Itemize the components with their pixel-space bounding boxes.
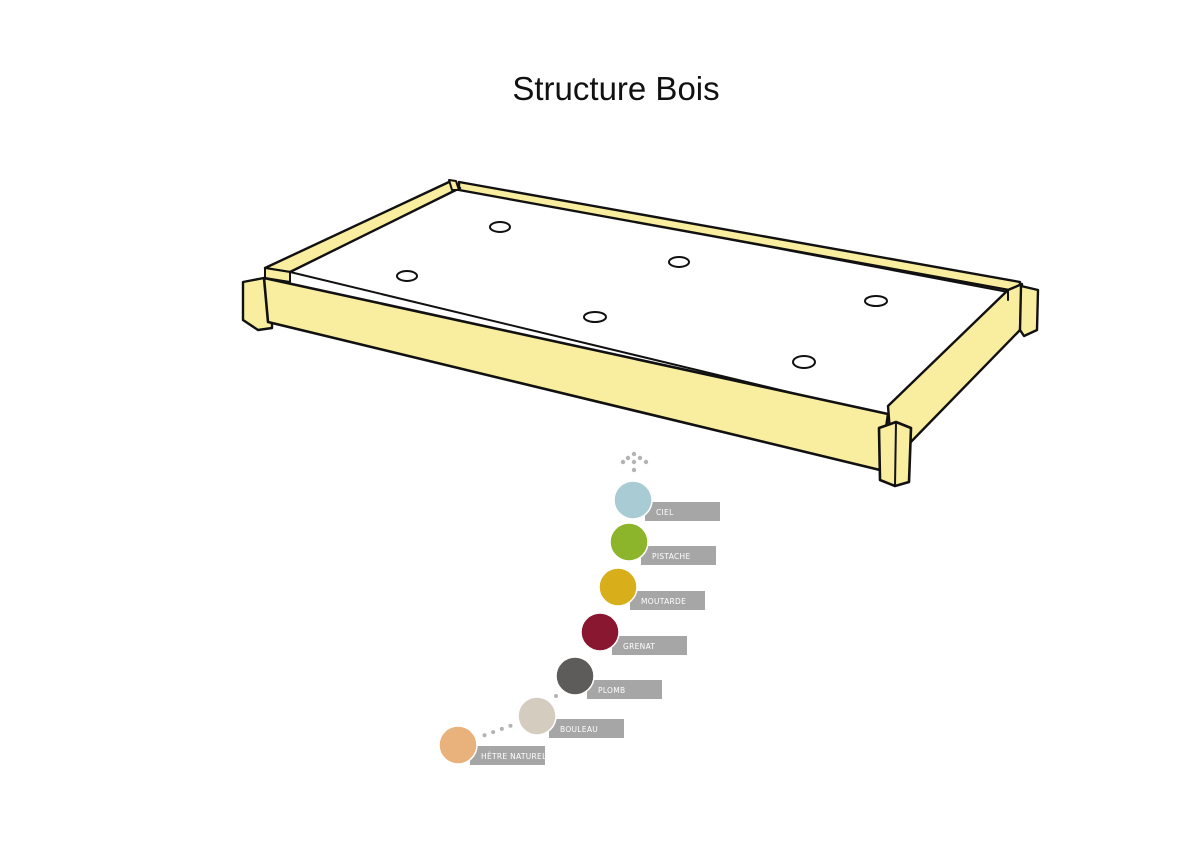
connector-dot — [554, 694, 558, 698]
finish-label-background — [612, 636, 687, 655]
vent-hole — [668, 256, 690, 268]
finish-swatches: CIEL PISTACHE MOUTARDE GRENAT PLOMB BOULEAU HÊ… — [438, 480, 720, 765]
finish-swatch[interactable] — [438, 725, 478, 765]
more-finishes-icon — [620, 451, 649, 473]
left-rail-side — [448, 179, 460, 191]
finish-option[interactable]: BOULEAU — [517, 696, 624, 738]
finish-palette: CIEL PISTACHE MOUTARDE GRENAT PLOMB BOULEAU HÊ… — [438, 451, 720, 765]
finish-connectors — [482, 694, 558, 738]
front-right-leg-edge — [894, 421, 897, 487]
connector-dot — [491, 730, 496, 735]
finish-swatch[interactable] — [609, 522, 649, 562]
finish-label-background — [641, 546, 716, 565]
vent-hole — [489, 221, 511, 233]
finish-option[interactable]: PISTACHE — [609, 522, 716, 565]
finish-swatch[interactable] — [598, 567, 638, 607]
finish-label: GRENAT — [623, 642, 655, 651]
finish-swatch[interactable] — [517, 696, 557, 736]
finish-label: PLOMB — [598, 686, 625, 695]
finish-label: CIEL — [656, 508, 674, 517]
finish-option[interactable]: CIEL — [613, 480, 720, 521]
vent-hole — [396, 270, 418, 282]
finish-swatch[interactable] — [613, 480, 653, 520]
finish-label-background — [587, 680, 662, 699]
finish-swatch[interactable] — [555, 656, 595, 696]
connector-dot — [508, 723, 513, 728]
finish-label-background — [549, 719, 624, 738]
connector-dot — [482, 733, 487, 738]
finish-option[interactable]: GRENAT — [580, 612, 687, 655]
finish-option[interactable]: PLOMB — [555, 656, 662, 699]
finish-label-background — [470, 746, 545, 765]
finish-label: PISTACHE — [652, 552, 691, 561]
vent-hole — [792, 355, 816, 369]
vent-hole — [864, 295, 888, 307]
finish-label: HÊTRE NATUREL — [481, 752, 547, 761]
finish-swatch[interactable] — [580, 612, 620, 652]
finish-option[interactable]: MOUTARDE — [598, 567, 705, 610]
finish-option[interactable]: HÊTRE NATUREL — [438, 725, 547, 765]
connector-dot — [499, 726, 504, 731]
finish-label: BOULEAU — [560, 725, 598, 734]
finish-label: MOUTARDE — [641, 597, 686, 606]
finish-label-background — [630, 591, 705, 610]
bed-frame — [241, 179, 1040, 488]
vent-hole — [583, 311, 607, 323]
page-title: Structure Bois — [512, 70, 720, 107]
back-right-leg — [1018, 284, 1040, 338]
finish-label-background — [645, 502, 720, 521]
